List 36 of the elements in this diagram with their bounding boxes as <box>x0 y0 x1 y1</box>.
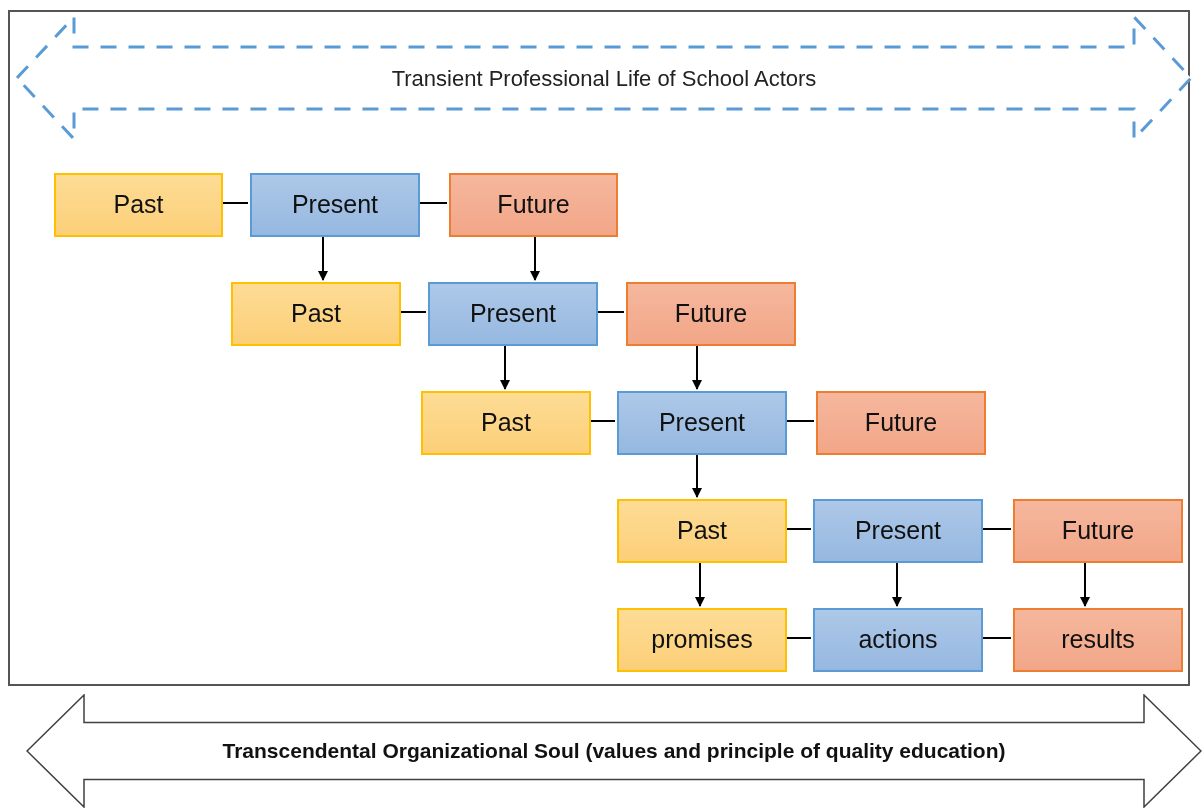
arrow-label: Transient Professional Life of School Actors <box>391 64 817 93</box>
arrow <box>530 234 540 281</box>
arrow <box>892 560 902 607</box>
connector-line <box>588 420 616 422</box>
arrow-label: Transcendental Organizational Soul (values and principle of quality education) <box>222 738 1006 765</box>
past-box: promises <box>617 608 787 672</box>
arrow <box>500 343 510 390</box>
connector-line <box>784 528 812 530</box>
present-box: Present <box>617 391 787 455</box>
frame-box <box>8 10 1190 686</box>
arrow <box>318 234 328 281</box>
present-box: Present <box>250 173 420 237</box>
future-box: Future <box>816 391 986 455</box>
connector-line <box>980 637 1012 639</box>
connector-line <box>784 637 812 639</box>
connector-line <box>220 202 249 204</box>
connector-line <box>784 420 815 422</box>
past-box: Past <box>617 499 787 563</box>
future-box: Future <box>1013 499 1183 563</box>
future-box: Future <box>626 282 796 346</box>
past-box: Past <box>231 282 401 346</box>
future-box: Future <box>449 173 618 237</box>
present-box: actions <box>813 608 983 672</box>
future-box: results <box>1013 608 1183 672</box>
present-box: Present <box>428 282 598 346</box>
arrow <box>692 452 702 498</box>
past-box: Past <box>421 391 591 455</box>
arrow <box>695 560 705 607</box>
connector-line <box>417 202 448 204</box>
connector-line <box>398 311 427 313</box>
present-box: Present <box>813 499 983 563</box>
connector-line <box>980 528 1012 530</box>
past-box: Past <box>54 173 223 237</box>
connector-line <box>595 311 625 313</box>
arrow <box>692 343 702 390</box>
arrow <box>1080 560 1090 607</box>
